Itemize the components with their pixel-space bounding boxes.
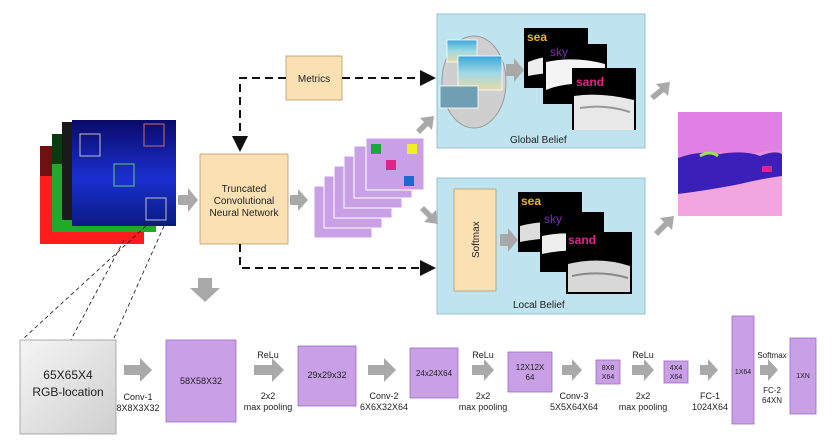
conv3-dims: 5X5X64X64	[550, 402, 598, 412]
softmax-op-label: Softmax	[757, 351, 786, 360]
global-sea-label: sea	[527, 30, 547, 44]
layer-8x8x64-label-1: 8X8	[602, 365, 615, 372]
arrow-cnn-to-features	[290, 189, 308, 211]
arrow-fc1	[700, 359, 718, 381]
arrow-pool2	[472, 359, 494, 381]
layer-4x4x64	[663, 360, 689, 384]
arrow-conv2	[368, 358, 396, 382]
arrow-pool1	[254, 358, 284, 382]
conv1-label: Conv-1	[123, 392, 152, 402]
input-image-stack	[40, 120, 176, 244]
layer-24x24x64	[409, 347, 459, 399]
layer-4x4x64-label-1: 4X4	[670, 365, 683, 372]
arrow-down-to-network	[190, 278, 220, 302]
dashed-metrics-to-cnn	[232, 77, 286, 152]
fc2-dims: 64XN	[762, 396, 782, 405]
relu1-label: ReLu	[257, 350, 279, 360]
global-belief-title: Global Belief	[510, 135, 567, 146]
cnn-label-line3: Neural Network	[210, 208, 280, 219]
pool1-size: 2x2	[261, 391, 276, 401]
layer-1x64-label: 1X64	[735, 369, 751, 376]
layer-12x12x64-label-2: 64	[526, 373, 535, 382]
local-sand-label: sand	[568, 233, 596, 247]
arrow-conv1	[124, 358, 152, 382]
arrow-fc2	[760, 359, 778, 381]
layer-1xn-label: 1XN	[796, 373, 810, 380]
conv2-dims: 6X6X32X64	[360, 402, 408, 412]
output-segmentation	[678, 112, 782, 216]
retrieved-image-2	[457, 55, 503, 91]
conv3-label: Conv-3	[559, 391, 588, 401]
cnn-box[interactable]	[199, 153, 289, 245]
layer-58x58x32	[165, 339, 237, 423]
arrow-ret-to-global	[506, 58, 524, 82]
pool3-label: max pooling	[619, 402, 668, 412]
arrow-local-to-output	[654, 216, 674, 236]
cnn-label-line1: Truncated	[222, 184, 267, 195]
arrow-features-to-global	[416, 116, 434, 134]
layer-4x4x64-label-2: X64	[670, 374, 683, 381]
pool1-label: max pooling	[244, 402, 293, 412]
layer-58x58x32-label: 58X58X32	[180, 376, 222, 386]
softmax-box[interactable]	[453, 188, 497, 292]
local-belief-maps	[518, 192, 632, 294]
pool2-label: max pooling	[459, 402, 508, 412]
local-sky-label: sky	[544, 212, 562, 226]
input-patch-box	[19, 339, 117, 435]
arrow-conv3	[562, 359, 582, 381]
layer-24x24x64-label: 24x24X64	[416, 369, 453, 378]
input-size-label: 65X65X4	[43, 368, 93, 382]
feature-map-stack	[313, 137, 425, 239]
softmax-label: Softmax	[471, 221, 482, 258]
layer-8x8x64	[595, 359, 621, 385]
layer-1xn	[789, 337, 817, 415]
global-sand-label: sand	[576, 75, 604, 89]
fc1-dims: 1024X64	[692, 402, 728, 412]
fc1-label: FC-1	[700, 391, 720, 401]
local-belief-title: Local Belief	[513, 300, 565, 311]
layer-29x29x32-label: 29x29x32	[307, 370, 346, 380]
arrow-features-to-local	[420, 206, 438, 224]
metrics-label: Metrics	[298, 74, 330, 85]
global-belief-maps	[524, 28, 636, 130]
cnn-label-line2: Convolutional	[214, 196, 275, 207]
pool3-size: 2x2	[636, 391, 651, 401]
retrieved-image-3	[439, 85, 479, 109]
layer-8x8x64-label-2: X64	[602, 374, 615, 381]
layer-1x64	[731, 315, 755, 425]
relu2-label: ReLu	[472, 350, 494, 360]
layer-12x12x64-label-1: 12X12X	[516, 363, 545, 372]
conv1-dims: 8X8X3X32	[116, 403, 159, 413]
global-sky-label: sky	[550, 45, 568, 59]
arrow-softmax-to-local	[500, 228, 518, 252]
conv2-label: Conv-2	[369, 391, 398, 401]
arrow-pool3	[632, 359, 654, 381]
relu3-label: ReLu	[632, 350, 654, 360]
local-sea-label: sea	[521, 194, 541, 208]
arrow-input-to-cnn	[178, 188, 198, 212]
dashed-cnn-to-local	[239, 244, 436, 276]
layer-29x29x32	[297, 345, 357, 407]
input-rgb-location-label: RGB-location	[32, 385, 103, 399]
layer-12x12x64	[507, 351, 553, 393]
arrow-global-to-output	[650, 82, 670, 100]
metrics-box[interactable]	[285, 55, 343, 101]
fc2-label: FC-2	[763, 386, 781, 395]
pool2-size: 2x2	[476, 391, 491, 401]
